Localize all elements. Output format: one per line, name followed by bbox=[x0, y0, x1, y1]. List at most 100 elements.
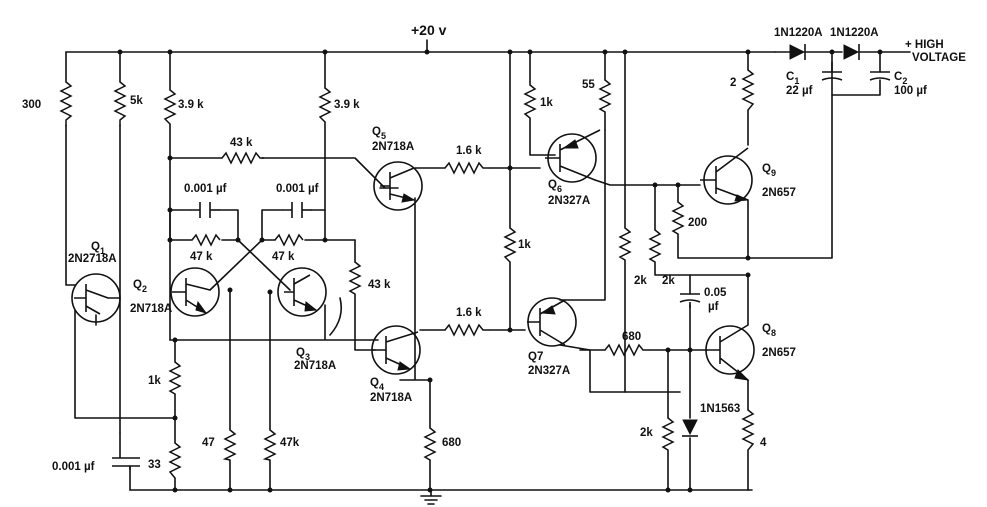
label-c1-ref: C1 bbox=[786, 71, 799, 86]
label-c2-ref: C2 bbox=[894, 71, 907, 86]
wiring bbox=[65, 39, 911, 505]
label-r-1k6-bottom: 1.6 k bbox=[456, 307, 482, 319]
wire-q3-base-loop bbox=[261, 209, 356, 241]
resistors bbox=[59, 69, 755, 479]
label-c1-value: 22 µf bbox=[786, 85, 813, 97]
label-r-680-bottom: 680 bbox=[442, 437, 461, 449]
transistor-q2 bbox=[170, 267, 220, 317]
diode-1n1220a-right bbox=[843, 44, 860, 60]
q7-label: Q7 bbox=[528, 351, 543, 363]
label-r-2k-b: 2k bbox=[662, 275, 675, 287]
resistor-47 bbox=[222, 429, 237, 461]
transistor-q1 bbox=[71, 273, 121, 323]
q5-part: 2N718A bbox=[372, 141, 414, 153]
q4-part: 2N718A bbox=[370, 392, 412, 404]
capacitor-c-q3 bbox=[282, 202, 312, 218]
q1-label: Q1 bbox=[91, 241, 105, 256]
capacitor-c-bottom-left bbox=[112, 432, 140, 470]
junction-dots bbox=[117, 49, 883, 493]
label-c2-value: 100 µf bbox=[894, 85, 927, 97]
resistor-4 bbox=[741, 409, 755, 451]
label-c-0p05-2: µf bbox=[708, 301, 719, 313]
wire-5k-down bbox=[107, 51, 131, 491]
resistor-2k-b bbox=[648, 229, 662, 263]
label-d-1n1220a-right: 1N1220A bbox=[830, 27, 879, 39]
capacitors bbox=[112, 71, 891, 470]
label-r-200: 200 bbox=[688, 217, 707, 229]
label-r-4: 4 bbox=[760, 437, 767, 449]
diodes bbox=[682, 44, 860, 437]
resistor-47k-right bbox=[274, 233, 304, 247]
label-r-2k-bottom: 2k bbox=[640, 427, 653, 439]
label-r-1k-mid: 1k bbox=[518, 239, 531, 251]
label-r-300: 300 bbox=[22, 99, 41, 111]
q6-part: 2N327A bbox=[548, 195, 590, 207]
q9-label: Q9 bbox=[762, 163, 776, 178]
diode-1n1220a-left bbox=[789, 44, 806, 60]
q1-part: 2N2718A bbox=[68, 253, 117, 265]
output-label-1: + HIGH bbox=[905, 39, 944, 51]
label-d-1n1563: 1N1563 bbox=[700, 403, 740, 415]
resistor-5k bbox=[113, 81, 127, 126]
transistor-q5 bbox=[373, 161, 423, 211]
resistor-2 bbox=[741, 69, 755, 111]
resistor-680-right bbox=[604, 343, 650, 357]
label-c-0p05-1: 0.05 bbox=[704, 287, 727, 299]
capacitor-0p05 bbox=[679, 293, 701, 308]
label-r-680-right: 680 bbox=[622, 331, 641, 343]
label-r-3k9-left: 3.9 k bbox=[178, 99, 204, 111]
wire-200 bbox=[677, 184, 749, 259]
wire-c2 bbox=[831, 51, 881, 96]
label-r-47k-left: 47 k bbox=[190, 251, 213, 263]
output-label-2: VOLTAGE bbox=[912, 52, 966, 64]
label-r-5k: 5k bbox=[130, 95, 143, 107]
q4-label: Q4 bbox=[370, 377, 384, 392]
label-d-1n1220a-left: 1N1220A bbox=[774, 27, 823, 39]
resistor-47k-bottom bbox=[262, 429, 277, 461]
resistor-43k-top bbox=[221, 151, 264, 165]
label-r-1k6-top: 1.6 k bbox=[456, 145, 482, 157]
wire-cross bbox=[209, 239, 291, 291]
label-r-3k9-right: 3.9 k bbox=[334, 99, 360, 111]
resistor-1k-left bbox=[168, 361, 182, 395]
label-r-2: 2 bbox=[730, 77, 736, 89]
wire-q2-base-loop bbox=[169, 209, 239, 241]
q9-part: 2N657 bbox=[762, 187, 796, 199]
label-r-47: 47 bbox=[202, 437, 215, 449]
q3-part: 2N718A bbox=[294, 360, 336, 372]
diode-1n1563 bbox=[682, 419, 698, 437]
label-r-43k-q3: 43 k bbox=[368, 279, 391, 291]
resistor-1k-upper bbox=[523, 84, 537, 119]
transistor-q3 bbox=[277, 267, 327, 317]
label-r-1k-left: 1k bbox=[148, 375, 161, 387]
ground-symbol bbox=[420, 489, 442, 505]
q6-label: Q6 bbox=[548, 179, 562, 194]
resistor-1k-mid bbox=[503, 227, 517, 263]
q8-part: 2N657 bbox=[762, 347, 796, 359]
q5-label: Q5 bbox=[372, 126, 386, 141]
transistor-q4 bbox=[371, 325, 421, 375]
label-r-43k-top: 43 k bbox=[230, 137, 253, 149]
supply-label: +20 v bbox=[411, 22, 447, 38]
capacitor-c-q2 bbox=[190, 202, 220, 218]
q8-label: Q8 bbox=[762, 323, 776, 338]
capacitor-c2 bbox=[869, 71, 891, 81]
resistor-300 bbox=[59, 81, 73, 126]
wire-q6-q7 bbox=[559, 129, 606, 301]
q3-pointer bbox=[329, 297, 343, 336]
resistor-43k-q3 bbox=[348, 261, 362, 295]
resistor-1k6-top bbox=[444, 161, 490, 175]
resistor-47k-left bbox=[191, 233, 221, 247]
resistor-200 bbox=[671, 201, 685, 235]
label-c-bottom-left: 0.001 µf bbox=[52, 461, 95, 473]
label-c-q2: 0.001 µf bbox=[184, 183, 227, 195]
label-c-q3: 0.001 µf bbox=[276, 183, 319, 195]
wire-q5-q4-emitter bbox=[399, 197, 431, 491]
labels: +20 v + HIGH VOLTAGE Q1 2N2718A Q2 2N718… bbox=[22, 22, 966, 473]
transistor-q7 bbox=[527, 297, 577, 347]
label-r-47k-bottom: 47k bbox=[280, 437, 300, 449]
wire-300-down bbox=[65, 51, 176, 419]
label-r-33: 33 bbox=[148, 459, 161, 471]
q2-label: Q2 bbox=[133, 279, 147, 294]
